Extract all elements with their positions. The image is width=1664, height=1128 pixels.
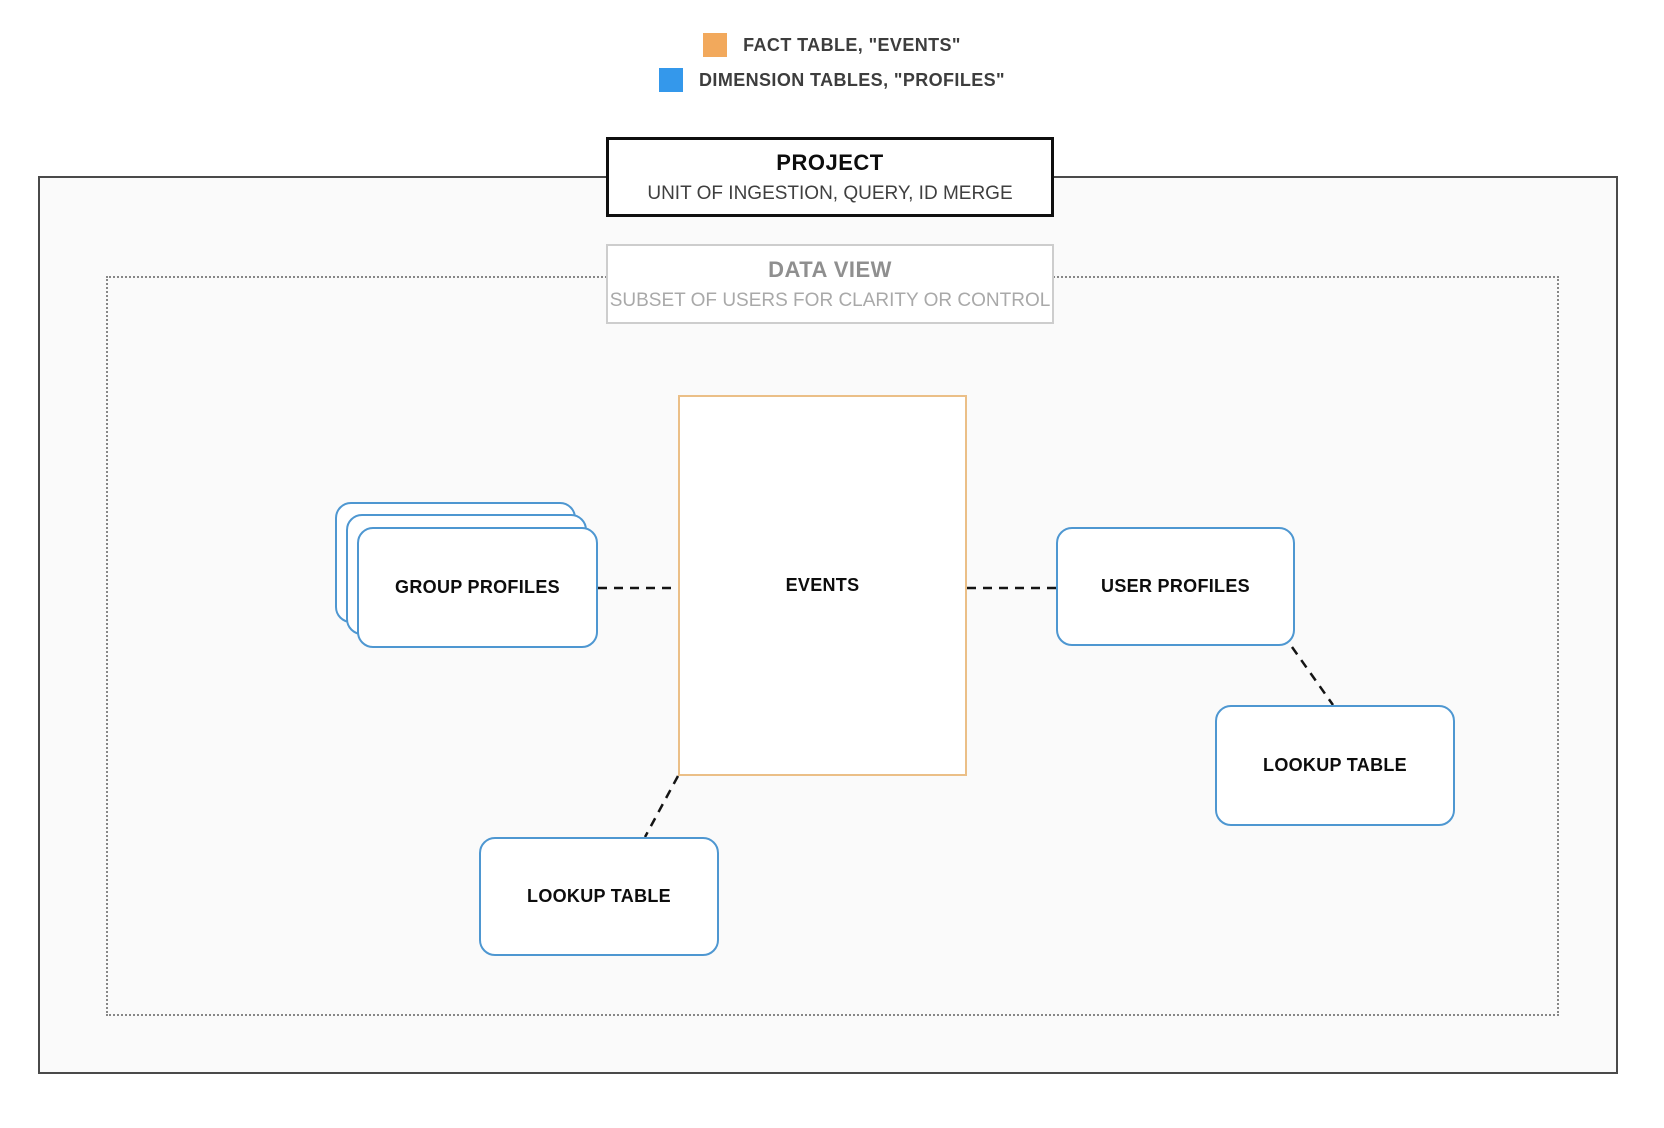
legend: FACT TABLE, "EVENTS" DIMENSION TABLES, "… <box>0 33 1664 92</box>
project-title: PROJECT <box>776 149 884 175</box>
data-view-title: DATA VIEW <box>768 256 892 282</box>
user-profiles-node-label: USER PROFILES <box>1101 576 1250 596</box>
fact-table-swatch-icon <box>703 33 728 57</box>
legend-fact-label: FACT TABLE, "EVENTS" <box>743 34 961 55</box>
group-profiles-card-front: GROUP PROFILES <box>357 527 598 648</box>
lookup-table-right-label: LOOKUP TABLE <box>1263 755 1407 775</box>
data-view-subtitle: SUBSET OF USERS FOR CLARITY OR CONTROL <box>609 289 1051 311</box>
lookup-table-bottom-label: LOOKUP TABLE <box>527 886 671 906</box>
events-node: EVENTS <box>678 395 967 776</box>
events-node-label: EVENTS <box>785 575 860 595</box>
group-profiles-node: GROUP PROFILES <box>335 502 598 648</box>
dimension-tables-swatch-icon <box>659 68 684 92</box>
project-header-box: PROJECT UNIT OF INGESTION, QUERY, ID MER… <box>606 137 1054 217</box>
legend-item-fact-table: FACT TABLE, "EVENTS" <box>703 33 961 57</box>
group-profiles-node-label: GROUP PROFILES <box>395 577 560 597</box>
legend-dimension-label: DIMENSION TABLES, "PROFILES" <box>699 69 1005 90</box>
legend-item-dimension-tables: DIMENSION TABLES, "PROFILES" <box>659 68 1005 92</box>
lookup-table-bottom-node: LOOKUP TABLE <box>479 837 719 956</box>
user-profiles-node: USER PROFILES <box>1056 527 1295 646</box>
data-view-header-box: DATA VIEW SUBSET OF USERS FOR CLARITY OR… <box>606 244 1054 324</box>
project-subtitle: UNIT OF INGESTION, QUERY, ID MERGE <box>647 182 1013 204</box>
lookup-table-right-node: LOOKUP TABLE <box>1215 705 1455 826</box>
